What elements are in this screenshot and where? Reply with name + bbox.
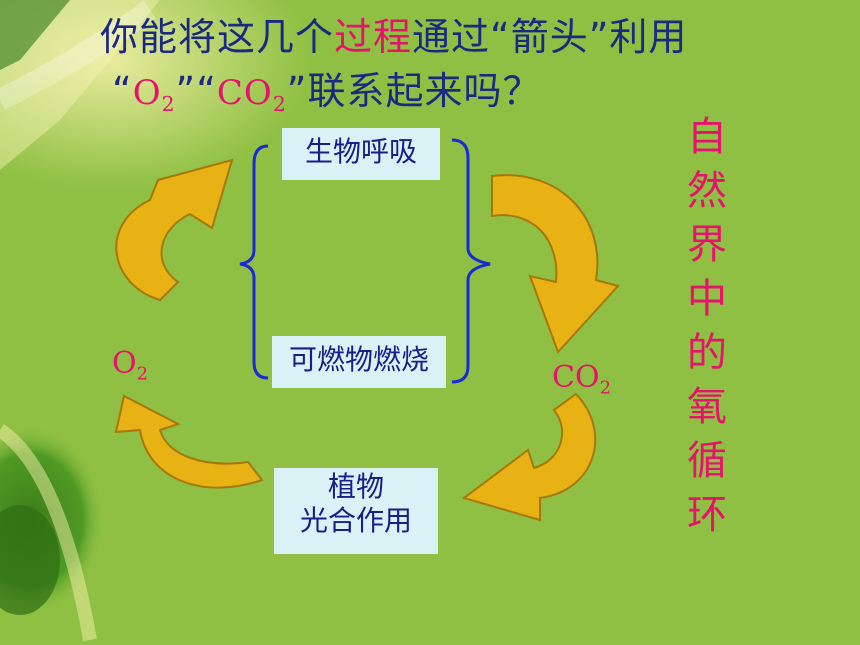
arrow-co2-to-photosynthesis (461, 392, 597, 522)
question-text-end: 通过“箭头”利用 (412, 15, 688, 59)
side-title-char: 环 (687, 492, 727, 538)
process-respiration: 生物呼吸 (282, 128, 440, 180)
process-combustion: 可燃物燃烧 (272, 336, 446, 388)
side-title-char: 然 (687, 168, 727, 214)
quote-close-1: ” (175, 69, 197, 113)
question-text-start: 你能将这几个 (100, 15, 335, 59)
arrow-photosynthesis-to-o2 (114, 394, 264, 489)
side-title-char: 氧 (687, 384, 727, 430)
question-o2: O2 (132, 73, 176, 117)
left-brace (239, 144, 269, 380)
photosynthesis-line-2: 光合作用 (299, 504, 412, 537)
quote-open-1: “ (112, 69, 133, 113)
arrow-o2-to-respiration (115, 158, 234, 302)
side-title-char: 中 (687, 276, 727, 322)
side-title-char: 循 (687, 438, 727, 484)
question-tail: 联系起来吗？ (307, 69, 542, 113)
gas-label-o2: O2 (112, 346, 149, 385)
quote-open-2: “ (196, 69, 217, 113)
photosynthesis-line-1: 植物 (327, 470, 384, 503)
question-co2: CO2 (216, 73, 287, 117)
arrow-respiration-to-co2 (491, 174, 620, 354)
side-title-oxygen-cycle: 自 然 界 中 的 氧 循 环 (680, 110, 734, 542)
quote-close-2: ” (286, 69, 308, 113)
question-highlight: 过程 (334, 15, 413, 59)
process-photosynthesis: 植物 光合作用 (274, 468, 438, 554)
side-title-char: 自 (687, 114, 727, 160)
gas-label-co2: CO2 (552, 360, 612, 399)
side-title-char: 的 (687, 330, 727, 376)
question-line-1: 你能将这几个过程通过“箭头”利用 (100, 6, 687, 61)
side-title-char: 界 (687, 222, 727, 268)
right-brace (451, 138, 491, 384)
question-line-2: “O2”“CO2”联系起来吗？ (112, 60, 542, 116)
